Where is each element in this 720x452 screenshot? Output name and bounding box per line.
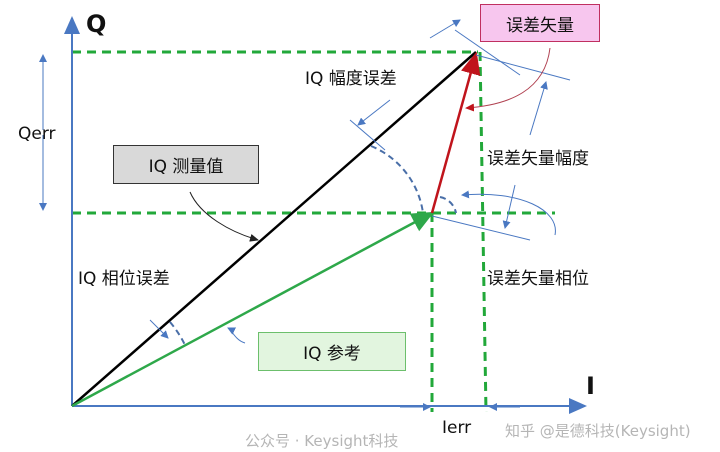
angle-arcs: [169, 145, 457, 346]
q-axis-label: Q: [86, 10, 107, 38]
error-vector-pointer: [465, 47, 551, 112]
error-vector-phase-label: 误差矢量相位: [487, 269, 589, 289]
iq-phase-error-label: IQ 相位误差: [78, 269, 170, 289]
dashed-guides: [72, 50, 555, 413]
dimension-lines: [39, 19, 571, 411]
iq-magnitude-error-label: IQ 幅度误差: [305, 69, 397, 89]
reference-vector: [71, 211, 435, 408]
watermark-wechat: 公众号 · Keysight科技: [245, 432, 399, 450]
error-vector: [430, 51, 481, 214]
watermark-zhihu: 知乎 @是德科技(Keysight): [505, 422, 691, 440]
error-vector-magnitude-label: 误差矢量幅度: [487, 149, 589, 169]
iq-measured-box: IQ 测量值: [113, 145, 259, 184]
error-vector-box: 误差矢量: [480, 4, 600, 42]
i-axis-label: I: [586, 372, 595, 400]
ierr-label: Ierr: [442, 418, 472, 438]
measured-pointer: [189, 191, 259, 242]
qerr-label: Qerr: [18, 124, 56, 144]
iq-reference-box: IQ 参考: [258, 332, 406, 371]
measured-vector: [71, 51, 477, 407]
